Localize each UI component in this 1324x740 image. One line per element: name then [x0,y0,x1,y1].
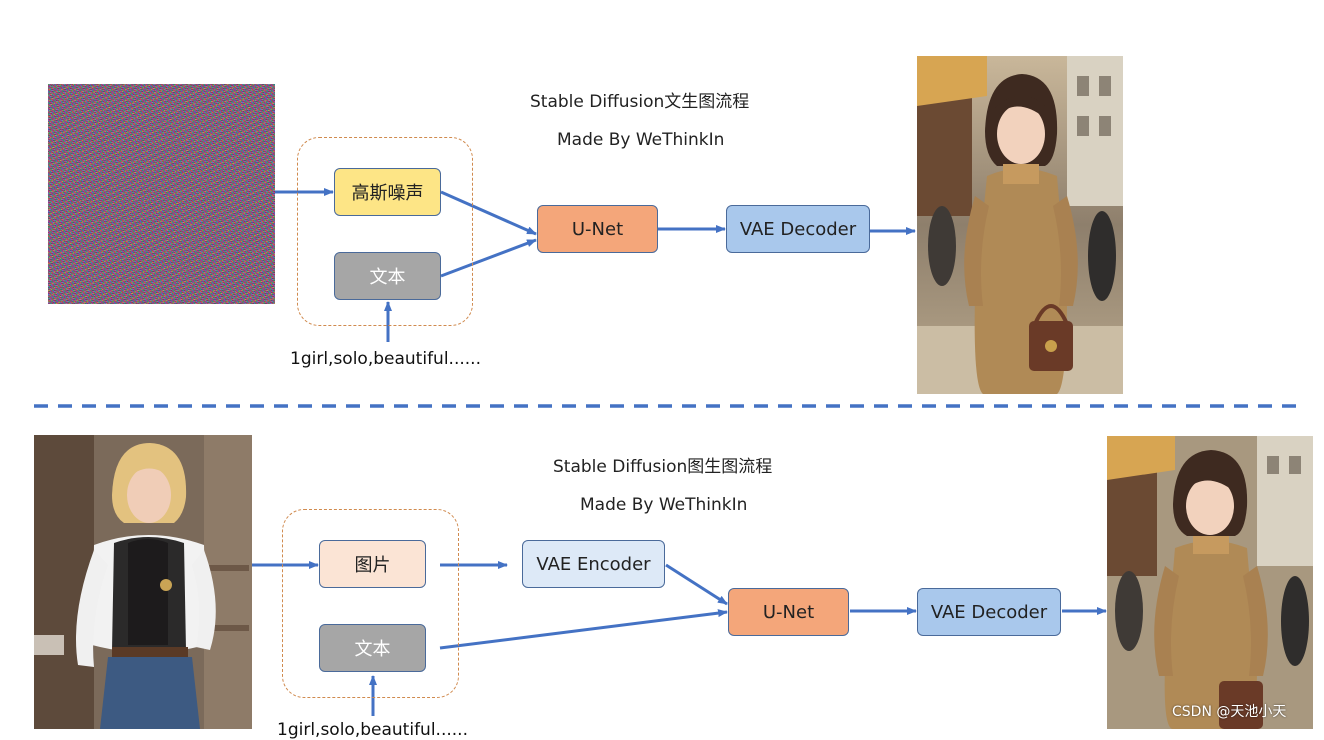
bottom-input-group [282,509,459,698]
output-image-girl [917,56,1123,394]
node-unet-bottom: U-Net [728,588,849,636]
arrow-text-to-unet-bottom [439,609,728,650]
node-gaussian-noise: 高斯噪声 [334,168,441,216]
node-vae-encoder: VAE Encoder [522,540,665,588]
arrow-noise-to-unet [440,190,537,236]
top-title: Stable Diffusion文生图流程 [530,92,750,112]
node-image: 图片 [319,540,426,588]
top-prompt: 1girl,solo,beautiful...... [290,349,481,369]
input-image-woman [34,435,252,729]
node-text: 文本 [334,252,441,300]
arrow-text-to-unet [440,238,537,278]
top-subtitle: Made By WeThinkIn [557,130,725,150]
output-image-girl-bottom [1107,436,1313,729]
node-vae-decoder-bottom: VAE Decoder [917,588,1061,636]
top-input-group [297,137,473,326]
node-unet: U-Net [537,205,658,253]
node-text-bottom: 文本 [319,624,426,672]
bottom-title: Stable Diffusion图生图流程 [553,457,773,477]
gaussian-noise-image [48,84,275,304]
watermark: CSDN @天池小天 [1172,704,1287,720]
bottom-subtitle: Made By WeThinkIn [580,495,748,515]
node-vae-decoder: VAE Decoder [726,205,870,253]
bottom-prompt: 1girl,solo,beautiful...... [277,720,468,740]
arrow-encoder-to-unet [665,563,728,606]
